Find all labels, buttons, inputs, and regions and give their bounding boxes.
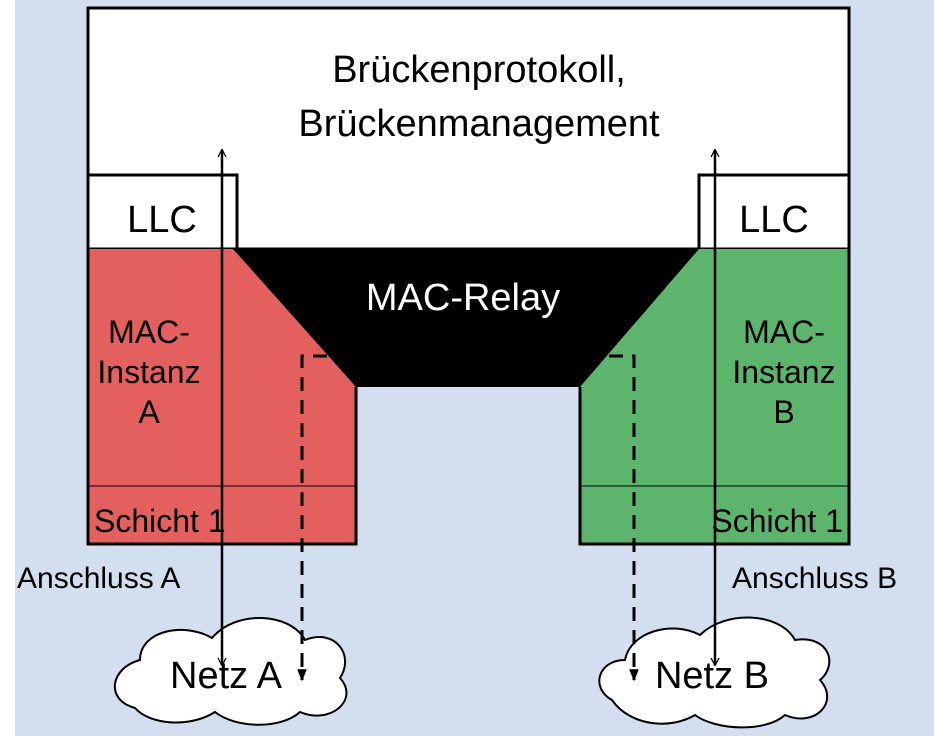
- llc-label-left: LLC: [127, 199, 197, 241]
- mac-instance-b-label-line3: B: [773, 394, 794, 430]
- mac-instance-a-label-line1: MAC-: [108, 314, 190, 350]
- layer1-label-right: Schicht 1: [711, 503, 843, 539]
- llc-box-right: [697, 173, 851, 251]
- mac-instance-a-label-line3: A: [138, 394, 160, 430]
- relay-path-left: [297, 354, 327, 682]
- mac-instance-a-label-line2: Instanz: [97, 354, 200, 390]
- mac-instance-b-label-line2: Instanz: [732, 354, 835, 390]
- network-cloud-a: [114, 617, 348, 726]
- llc-label-right: LLC: [739, 199, 809, 241]
- layer1-label-left: Schicht 1: [94, 503, 226, 539]
- port-label-b: Anschluss B: [732, 562, 897, 595]
- mac-instance-b-label-line1: MAC-: [743, 314, 825, 350]
- mac-relay-block: [233, 249, 699, 387]
- protocol-box-title-line1: Brückenprotokoll,: [332, 49, 626, 91]
- relay-path-right: [609, 354, 639, 682]
- network-label-b: Netz B: [655, 655, 769, 697]
- protocol-box-title-line2: Brückenmanagement: [298, 103, 660, 145]
- port-label-a: Anschluss A: [17, 562, 180, 595]
- network-cloud-b: [598, 616, 831, 729]
- network-label-a: Netz A: [170, 655, 283, 697]
- llc-box-left: [86, 173, 239, 251]
- mac-relay-label: MAC-Relay: [366, 277, 560, 319]
